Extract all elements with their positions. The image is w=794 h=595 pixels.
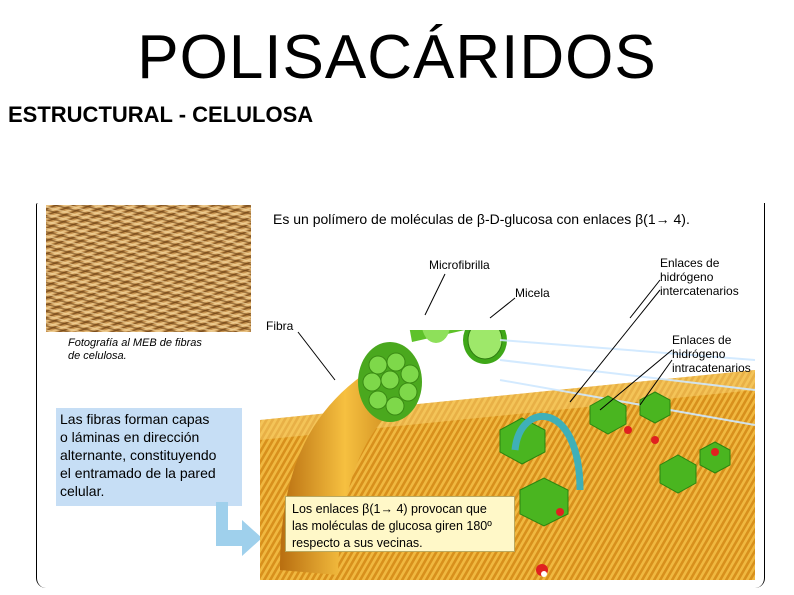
enlaces-note-box: Los enlaces β(1→ 4) provocan que las mol… [285, 496, 515, 552]
